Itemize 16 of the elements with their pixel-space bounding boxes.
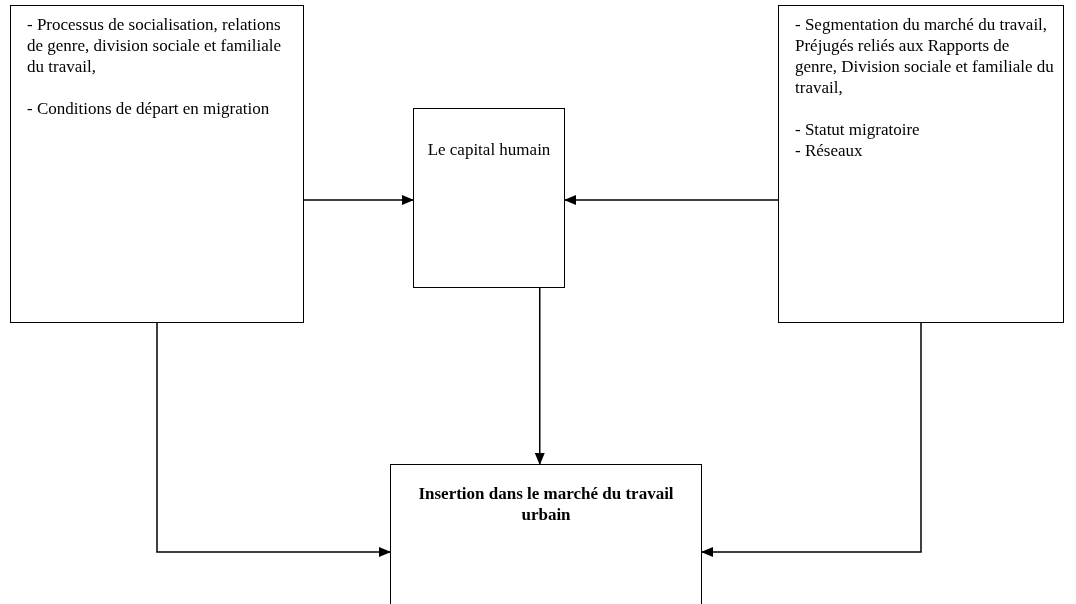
arrow <box>701 322 922 557</box>
box-text: Le capital humain <box>426 139 552 160</box>
arrow <box>564 195 779 205</box>
outcome-box <box>390 464 702 604</box>
box-text: - Processus de socialisation, relations de genre, division sociale et familiale du travail, <box>27 14 282 77</box>
box-text: - Conditions de départ en migration <box>27 98 271 119</box>
box-text: - Segmentation du marché du travail, Préjugés reliés aux Rapports de genre, Division sociale et familiale du travail, <box>795 14 1055 98</box>
text-box <box>778 5 1064 323</box>
box-text: - Réseaux <box>795 140 864 161</box>
text-box <box>10 5 304 323</box>
box-text: Insertion dans le marché du travail urbain <box>417 483 675 525</box>
box-text: - Statut migratoire <box>795 119 921 140</box>
arrow <box>534 287 545 465</box>
arrow <box>303 195 414 205</box>
arrow <box>156 322 391 557</box>
concept-box <box>413 108 565 288</box>
